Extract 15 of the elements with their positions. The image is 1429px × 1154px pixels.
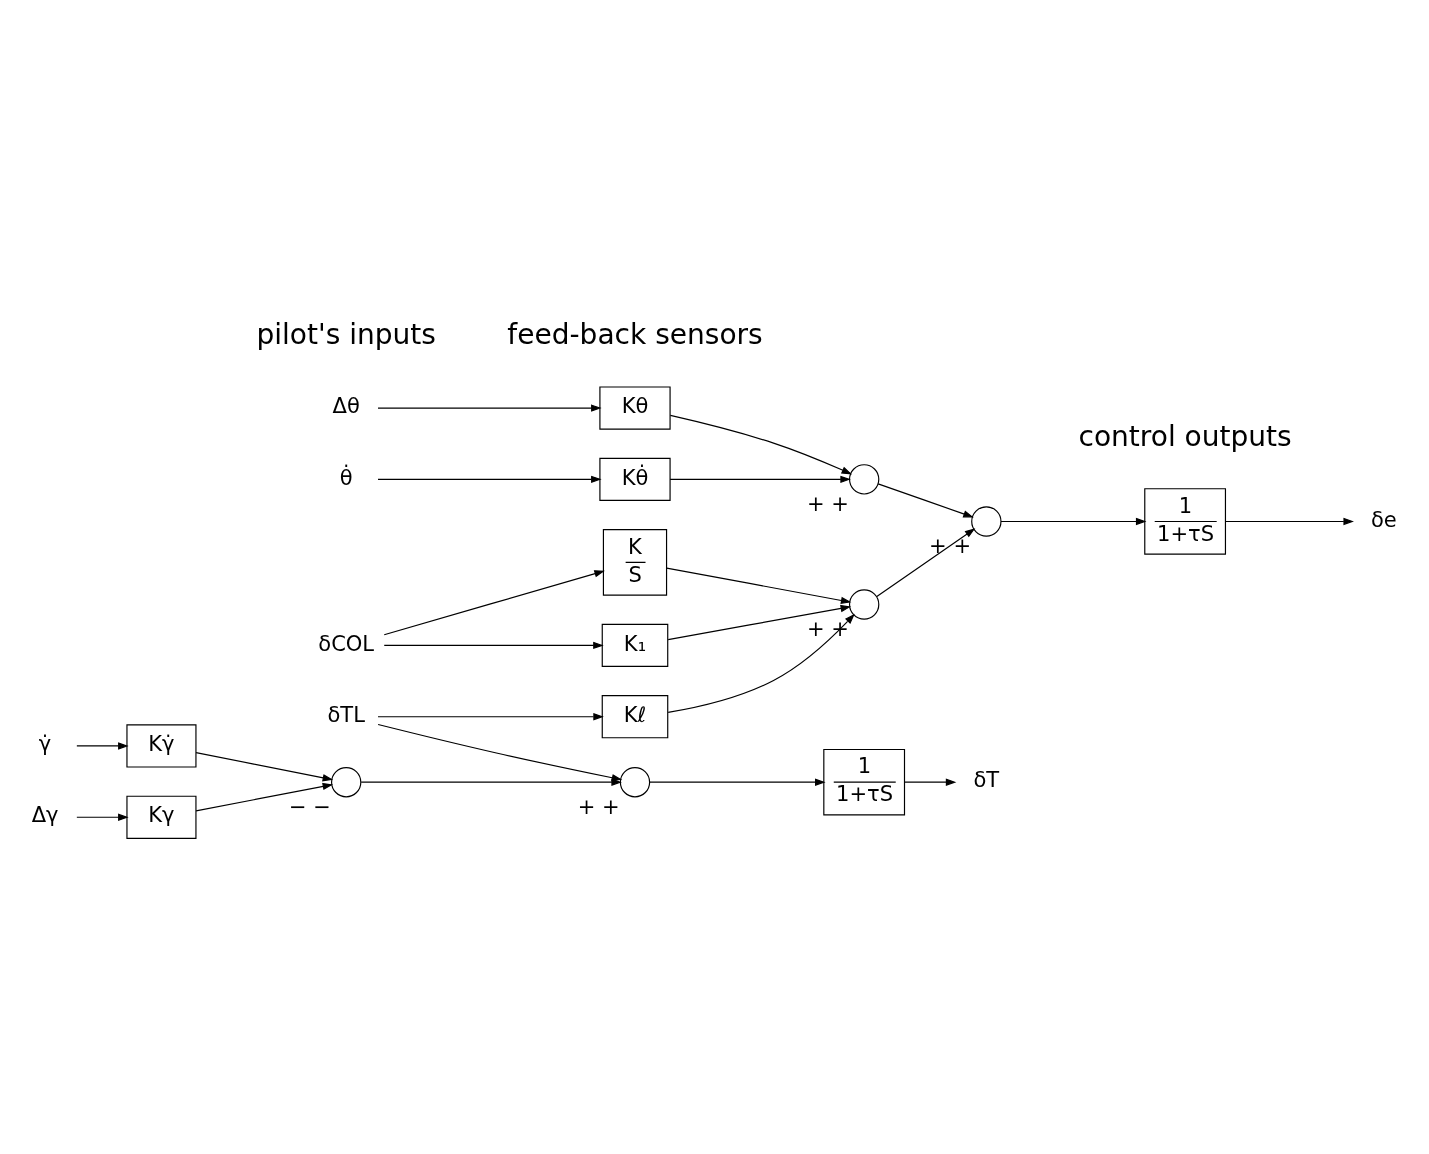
node-text: Δγ bbox=[31, 802, 59, 828]
node-text: δe bbox=[1370, 506, 1397, 532]
node-label: + + bbox=[806, 490, 849, 516]
node-text: Δθ bbox=[332, 393, 360, 419]
node-label: − − bbox=[288, 793, 331, 819]
node-label: + + bbox=[577, 793, 620, 819]
node-text: γ̇ bbox=[38, 731, 52, 757]
node-text: δTL bbox=[327, 701, 365, 727]
label: feed-back sensors bbox=[507, 317, 763, 351]
node-text: δCOL bbox=[318, 630, 375, 656]
label: control outputs bbox=[1078, 419, 1292, 453]
node-text: δT bbox=[973, 767, 1000, 793]
node-text: θ̇ bbox=[339, 464, 353, 490]
node-label: + + bbox=[929, 532, 972, 558]
label: pilot's inputs bbox=[256, 317, 436, 351]
